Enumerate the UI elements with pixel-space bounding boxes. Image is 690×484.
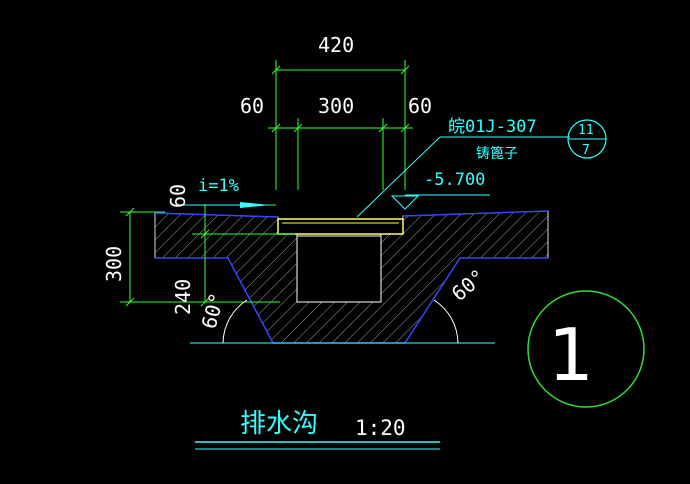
section-mark-number: 1 xyxy=(548,313,594,397)
slope-arrow xyxy=(183,202,270,208)
standard-ref: 皖01J-307 xyxy=(448,117,537,137)
angle-right-label: 60° xyxy=(447,264,490,306)
angle-left-label: 60° xyxy=(197,290,230,331)
dim-height-inner: 240 xyxy=(171,279,195,315)
elevation-label: -5.700 xyxy=(424,170,485,190)
bubble-number: 11 xyxy=(578,123,594,138)
ground-line xyxy=(154,210,549,218)
cover-name: 铸篦子 xyxy=(476,146,518,162)
dim-height-total: 300 xyxy=(102,246,126,282)
title-name: 排水沟 xyxy=(240,409,318,439)
dim-left-top: 60 xyxy=(166,184,190,208)
channel-opening xyxy=(296,235,382,303)
angle-arc-right xyxy=(433,299,459,344)
bubble-sheet: 7 xyxy=(582,143,590,158)
dim-right-side: 60 xyxy=(408,94,432,118)
left-dimensions xyxy=(120,204,295,307)
top-dimensions xyxy=(268,60,413,190)
title-scale: 1:20 xyxy=(355,416,406,440)
dim-left-side: 60 xyxy=(240,94,264,118)
detail-bubble xyxy=(567,119,607,159)
slope-label: i=1% xyxy=(198,176,239,196)
dim-inner-width: 300 xyxy=(318,94,354,118)
angle-arc-left xyxy=(222,299,248,344)
grate-cover xyxy=(277,218,404,235)
section-mark-circle xyxy=(527,290,645,408)
leader-lines xyxy=(356,136,570,218)
dim-top-total: 420 xyxy=(318,33,354,57)
